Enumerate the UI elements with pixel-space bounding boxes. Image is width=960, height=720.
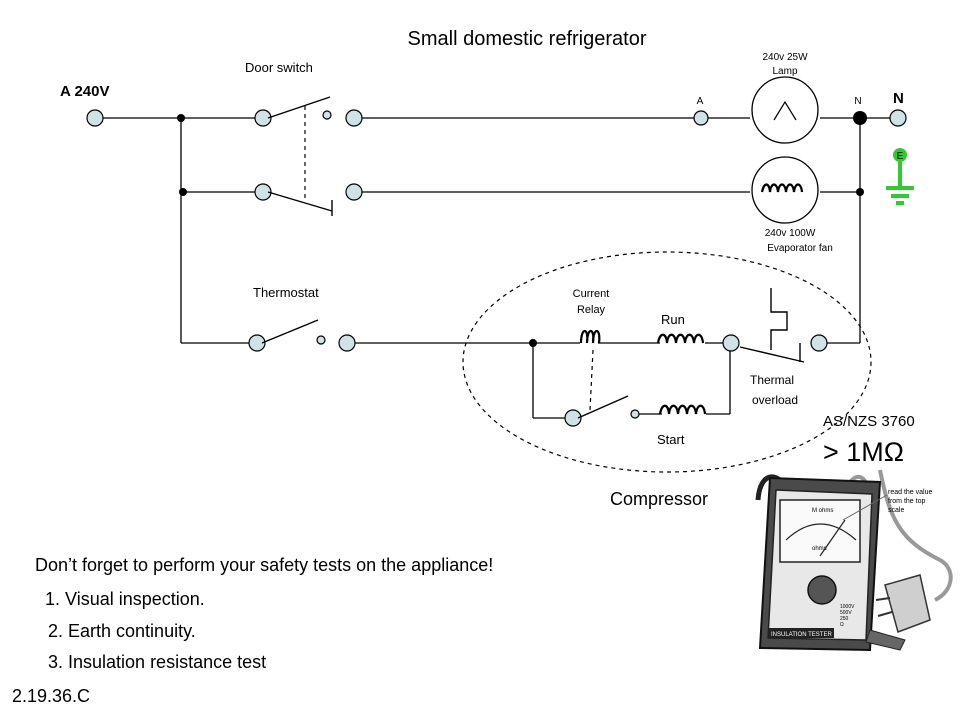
current-relay-label-1: Current [573,288,610,300]
fan-name-label: Evaporator fan [767,243,833,254]
tester-label-plate [768,628,834,638]
range-option-3: 250 [840,616,849,622]
clip-icon [865,629,906,651]
earth-label: E [897,151,904,162]
lamp: 240v 25W Lamp A N [697,52,862,144]
thermal-label-1: Thermal [750,373,794,387]
range-option-1: 1000V [840,604,855,610]
evaporator-fan: 240v 100W Evaporator fan [751,156,833,254]
current-relay: Current Relay [573,288,629,419]
meter-needle [819,519,846,557]
run-label: Run [661,312,685,327]
callout-line-3: scale [888,507,904,514]
safety-step-1: 1. Visual inspection. [45,589,205,609]
thermal-label-2: overload [752,393,798,407]
thermal-overload: Thermal overload [739,288,805,407]
lamp-a-label: A [697,96,704,107]
meter-scale-label: M ohms [812,508,833,514]
supply-active-label: A 240V [60,83,109,100]
fan-rating-label: 240v 100W [765,228,816,239]
earth-symbol: E [886,148,914,205]
door-switch: Door switch [245,60,333,216]
thermostat: Thermostat [253,285,319,344]
start-winding: Start [657,404,707,447]
lamp-n-label: N [854,96,861,107]
current-relay-label-2: Relay [577,304,606,316]
compressor-enclosure [462,251,872,473]
junction-dots [177,111,867,347]
thermostat-label: Thermostat [253,285,319,300]
range-option-2: 500V [840,610,852,616]
range-option-4: Ω [840,622,844,628]
meter-face [779,499,861,563]
callout-line-1: read the value [888,489,932,496]
lamp-name-label: Lamp [772,66,797,77]
insulation-tester-illustration: M ohms ohms 1000V 500V 250 Ω INSULATION … [755,469,953,652]
neutral-label: N [893,90,904,107]
resistance-label: > 1MΩ [823,437,904,467]
door-switch-label: Door switch [245,60,313,75]
safety-reminder: Don’t forget to perform your safety test… [35,555,494,575]
slide-code: 2.19.36.C [12,686,91,706]
run-winding: Run [656,312,705,344]
safety-step-3: 3. Insulation resistance test [48,652,267,672]
range-knob [807,575,837,605]
standard-label: AS/NZS 3760 [823,413,915,430]
callout-line-2: from the top [888,498,925,505]
safety-step-2: 2. Earth continuity. [48,621,196,641]
meter-unit-label: ohms [812,546,827,552]
compressor-label: Compressor [610,489,708,509]
plug-icon [884,574,931,633]
tester-device-label: INSULATION TESTER [771,632,832,638]
diagram-title: Small domestic refrigerator [408,28,647,50]
lamp-rating-label: 240v 25W [762,52,808,63]
start-label: Start [657,432,685,447]
terminals [86,109,907,427]
